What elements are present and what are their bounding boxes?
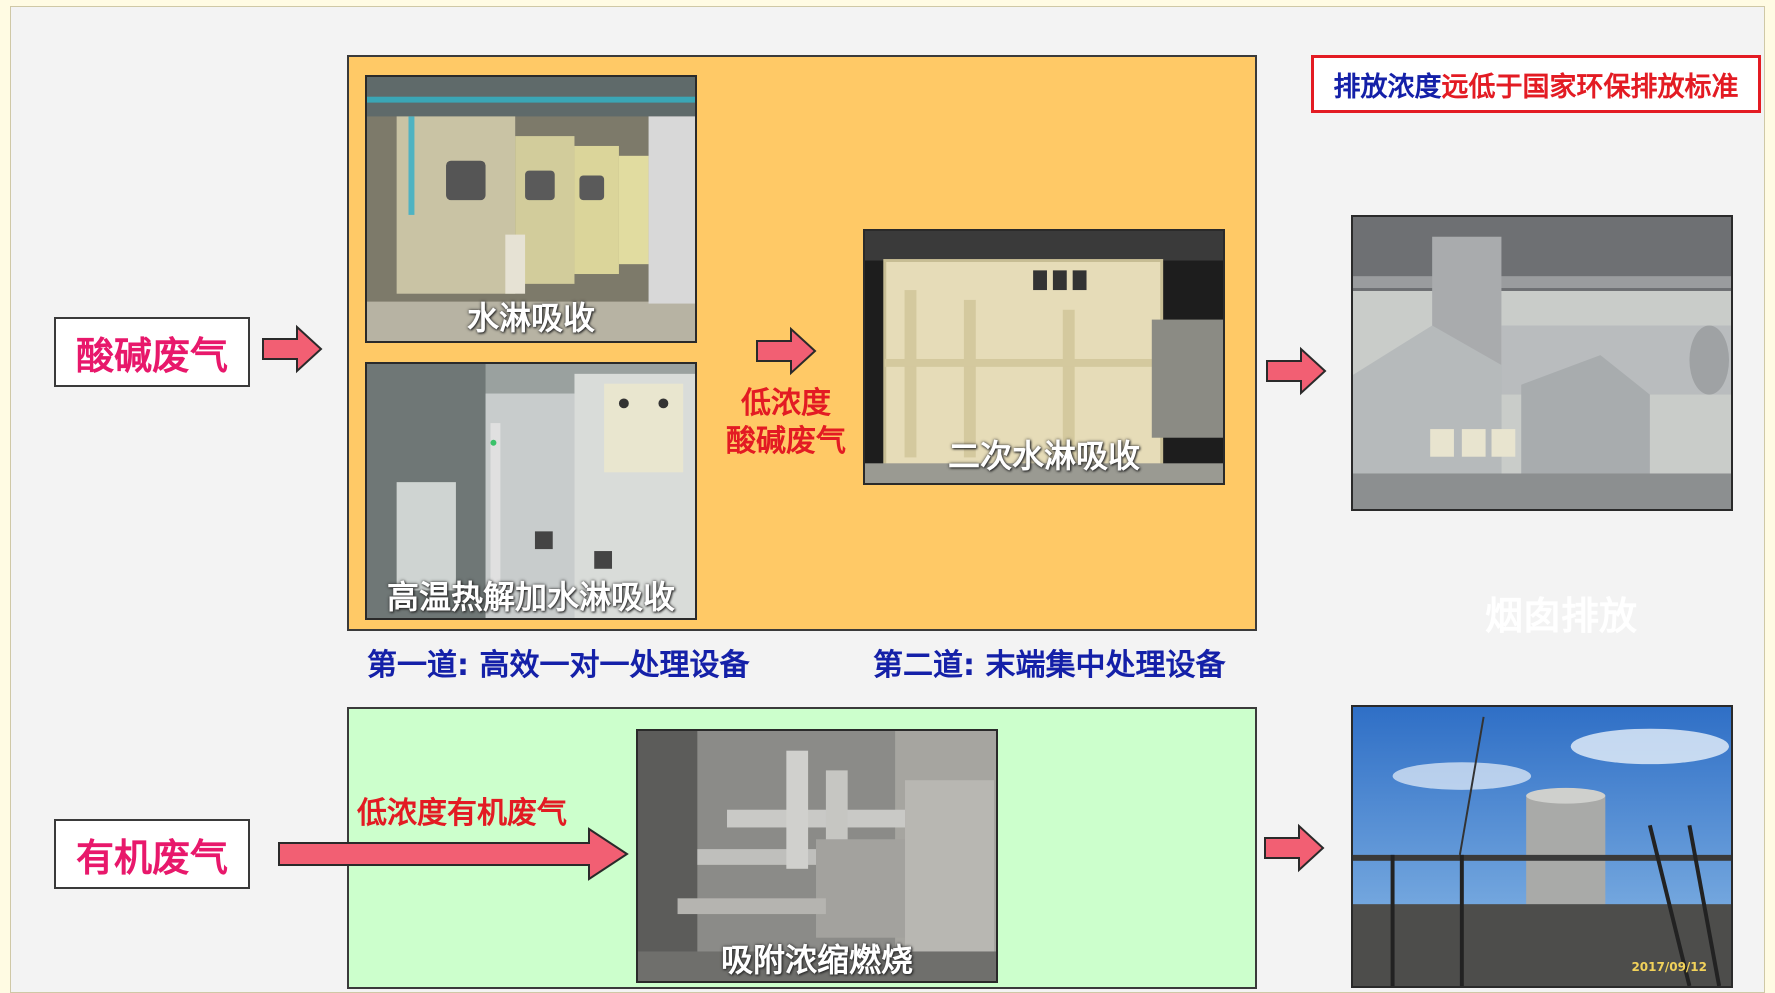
rooftop-chimney-photo: 2017/09/12 [1351,705,1733,988]
below-national-standard-text: 远低于国家环保排放标准 [1441,71,1739,103]
secondary-spray-photo: 二次水淋吸收 [863,229,1225,485]
slide-canvas: 酸碱废气 有机废气 水淋吸收 [10,6,1765,993]
arrow-organic-to-adsorption [277,827,629,881]
pyrolysis-caption: 高温热解加水淋吸收 [386,578,675,616]
low-concentration-line: 低浓度 [741,386,831,421]
emission-standard-box: 排放浓度远低于国家环保排放标准 [1311,55,1761,113]
acid-gas-input-box: 酸碱废气 [54,317,250,387]
water-spray-caption: 水淋吸收 [466,299,595,337]
low-concentration-organic-label: 低浓度有机废气 [357,796,567,831]
stage2-label: 第二道: 末端集中处理设备 [873,648,1226,683]
low-concentration-acid-label: 低浓度 酸碱废气 [711,385,861,461]
secondary-spray-caption: 二次水淋吸收 [947,437,1140,475]
water-spray-photo: 水淋吸收 [365,75,697,343]
organic-gas-input-box: 有机废气 [54,819,250,889]
emission-concentration-text: 排放浓度 [1333,71,1442,103]
arrow-stage2-to-chimney [1265,346,1327,396]
stage1-label: 第一道: 高效一对一处理设备 [367,648,750,683]
arrow-acid-to-stage1 [261,324,323,374]
adsorption-combustion-caption: 吸附浓缩燃烧 [720,941,913,979]
chimney-fan-photo [1351,215,1733,511]
acid-gas-label: 酸碱废气 [75,333,228,378]
organic-gas-label: 有机废气 [75,835,228,880]
arrow-stage1-to-stage2 [755,326,817,376]
arrow-organic-to-chimney [1263,823,1325,873]
adsorption-combustion-photo: 吸附浓缩燃烧 [636,729,998,983]
pyrolysis-photo: 高温热解加水淋吸收 [365,362,697,620]
acid-gas-line: 酸碱废气 [726,424,846,459]
photo-timestamp: 2017/09/12 [1631,960,1707,974]
chimney-emission-label: 烟囱排放 [1484,594,1637,638]
